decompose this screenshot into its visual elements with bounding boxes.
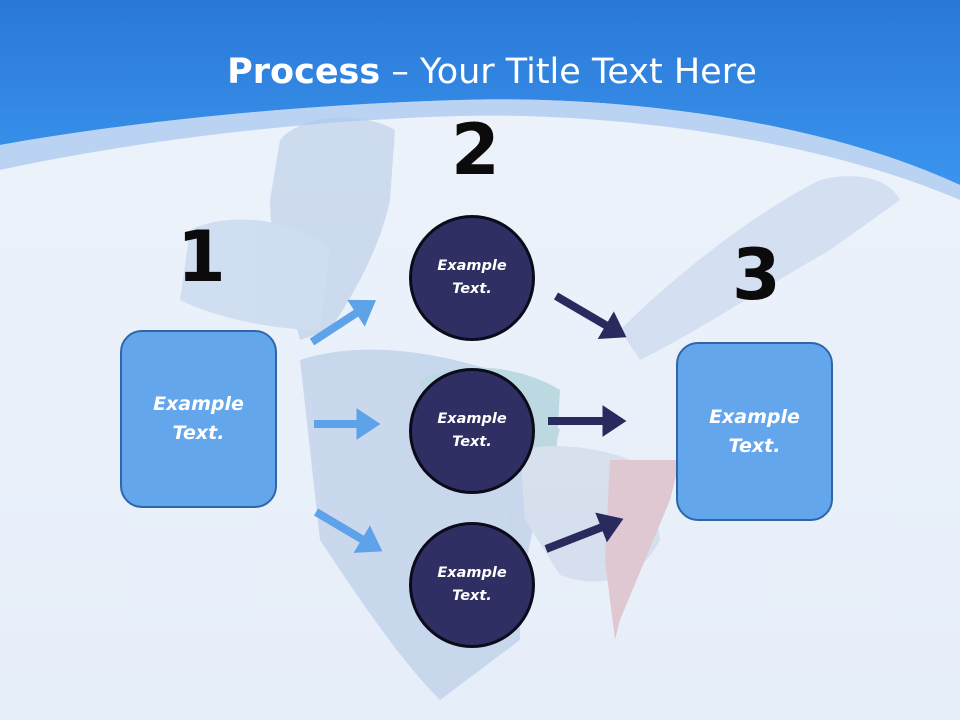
left-box: Example Text. xyxy=(120,330,277,508)
circle-3-text: Example Text. xyxy=(437,565,507,604)
right-box-text: Example Text. xyxy=(709,405,800,457)
step-number-1: 1 xyxy=(177,216,226,298)
circle-1: Example Text. xyxy=(409,215,535,341)
title-rest: – Your Title Text Here xyxy=(380,52,757,92)
arrow-to-circle-1 xyxy=(309,299,377,346)
step-number-3: 3 xyxy=(732,234,781,316)
circle-2: Example Text. xyxy=(409,368,535,494)
right-box: Example Text. xyxy=(676,342,833,521)
circle-1-text: Example Text. xyxy=(437,258,507,297)
title-bold: Process xyxy=(227,52,381,92)
left-box-text: Example Text. xyxy=(153,393,244,444)
arrow-from-circle-1 xyxy=(553,292,627,339)
circle-2-text: Example Text. xyxy=(437,411,507,450)
arrow-to-circle-3 xyxy=(313,508,383,553)
step-number-2: 2 xyxy=(451,109,500,191)
circle-3: Example Text. xyxy=(409,522,535,648)
arrow-from-circle-3 xyxy=(544,512,624,553)
slide-title: Process – Your Title Text Here xyxy=(0,52,960,92)
